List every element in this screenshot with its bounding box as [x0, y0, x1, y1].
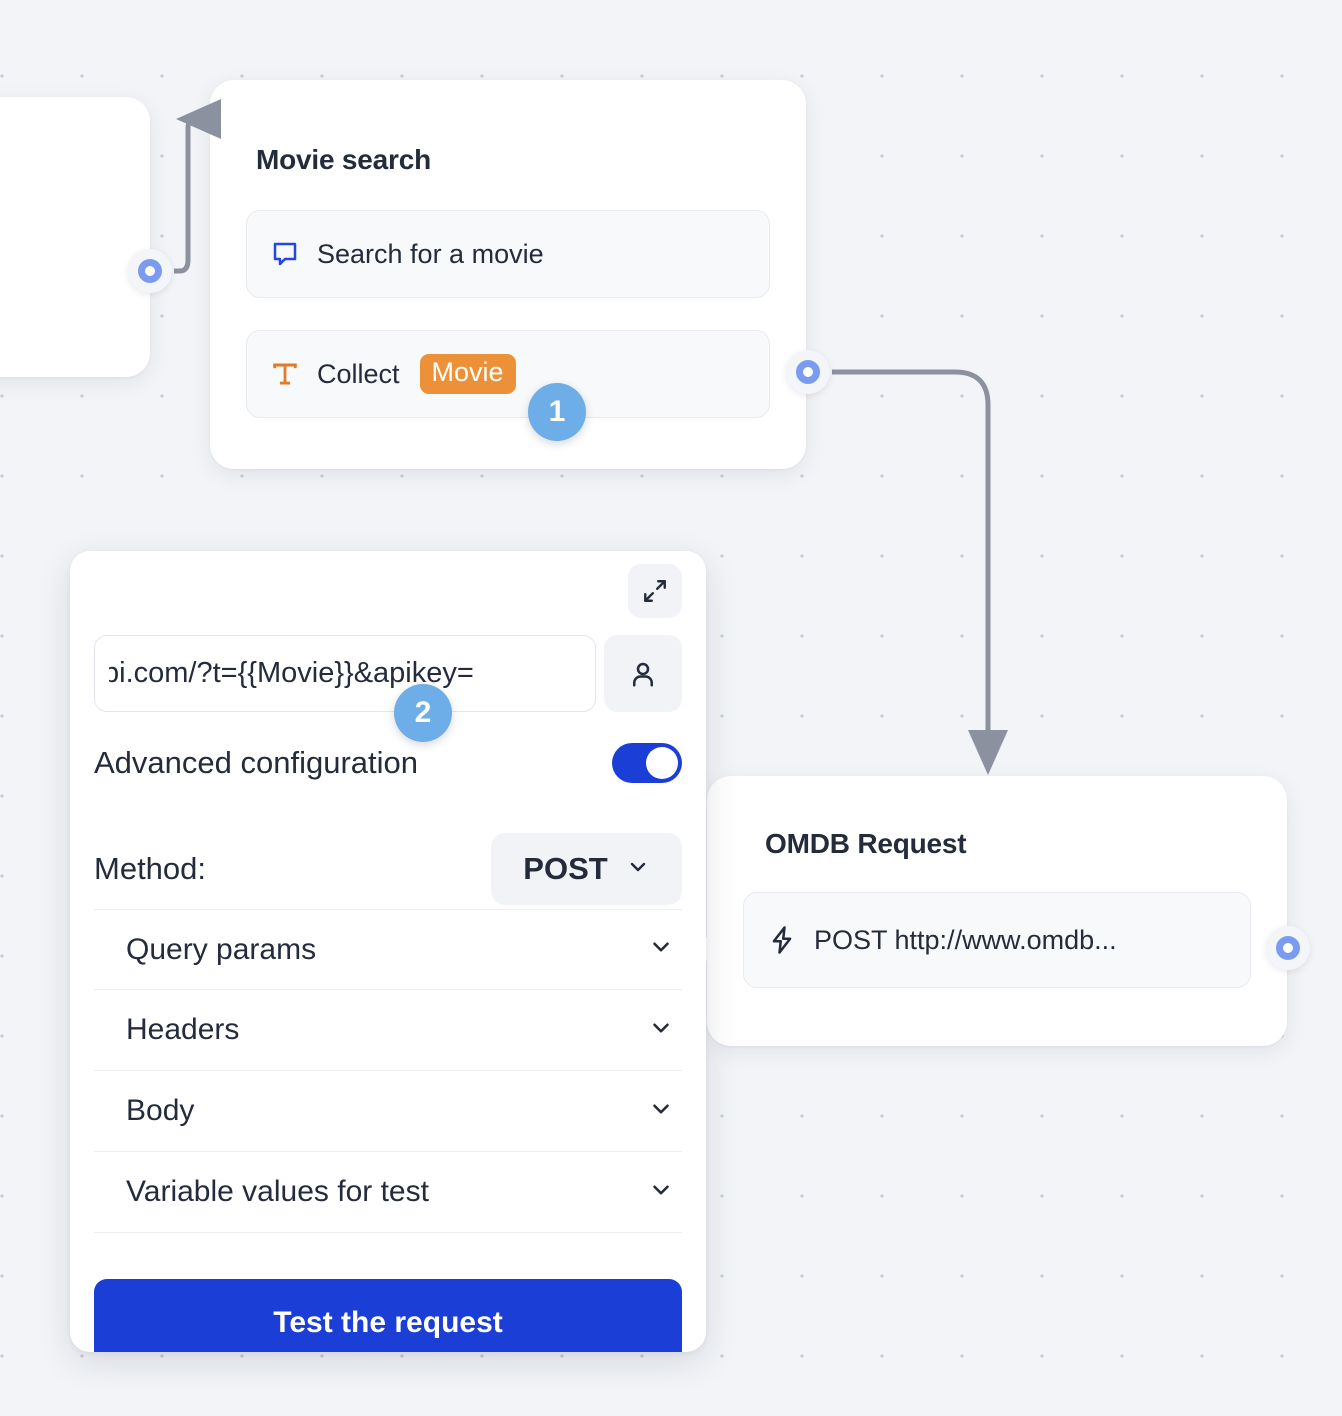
expand-diagonal-icon[interactable] [628, 564, 682, 618]
accordion-label: Variable values for test [126, 1175, 429, 1208]
advanced-configuration-label: Advanced configuration [94, 745, 419, 780]
accordion-label: Body [126, 1094, 195, 1127]
node-row-label: Search for a movie [317, 238, 544, 269]
method-select-value: POST [523, 851, 608, 886]
url-input-row[interactable] [94, 635, 682, 712]
accordion-label: Query params [126, 932, 317, 966]
accordion-label: Headers [126, 1013, 240, 1046]
accordion-headers[interactable]: Headers [94, 990, 682, 1071]
method-label: Method: [94, 851, 207, 886]
accordion-query-params[interactable]: Query params [94, 909, 682, 990]
method-select-dropdown[interactable]: POST [491, 833, 682, 905]
node-title-omdb-request: OMDB Request [765, 828, 967, 859]
chevron-down-icon [648, 934, 674, 965]
accordion-list: Query params Headers Body [94, 909, 682, 1233]
accordion-body[interactable]: Body [94, 1071, 682, 1152]
node-card-movie-search[interactable]: Movie search Search for a movie [210, 80, 806, 469]
node-card-partial[interactable] [0, 97, 150, 377]
method-row: Method: POST [94, 833, 682, 905]
text-t-icon [269, 358, 301, 390]
node-card-omdb-request[interactable]: OMDB Request POST http://www.omdb... [695, 776, 1287, 1046]
node-row-label: Collect [317, 358, 400, 389]
request-config-panel[interactable]: Advanced configuration Method: POST Quer… [70, 551, 706, 1352]
connector-port-left-output[interactable] [128, 249, 172, 293]
lightning-bolt-icon [766, 924, 798, 956]
accordion-variable-values-for-test[interactable]: Variable values for test [94, 1152, 682, 1233]
node-row-label: POST http://www.omdb... [814, 924, 1117, 955]
step-badge-2: 2 [394, 684, 452, 742]
node-title-movie-search: Movie search [256, 144, 432, 175]
advanced-configuration-row[interactable]: Advanced configuration [94, 743, 682, 783]
advanced-configuration-toggle[interactable] [612, 743, 682, 783]
step-badge-1: 1 [528, 383, 586, 441]
node-row-post-request[interactable]: POST http://www.omdb... [743, 892, 1251, 988]
connector-port-movie-output[interactable] [786, 350, 830, 394]
chevron-down-icon [648, 1096, 674, 1127]
node-row-collect-movie[interactable]: Collect Movie [246, 330, 770, 418]
chevron-down-icon [648, 1177, 674, 1208]
chevron-down-icon [626, 851, 650, 887]
chevron-down-icon [648, 1015, 674, 1046]
person-icon[interactable] [604, 635, 682, 712]
request-url-input[interactable] [94, 635, 596, 712]
speech-bubble-icon [269, 238, 301, 270]
connector-port-omdb-output[interactable] [1266, 926, 1310, 970]
test-the-request-button[interactable]: Test the request [94, 1279, 682, 1352]
node-row-search-for-a-movie[interactable]: Search for a movie [246, 210, 770, 298]
variable-chip-movie[interactable]: Movie [419, 354, 516, 394]
